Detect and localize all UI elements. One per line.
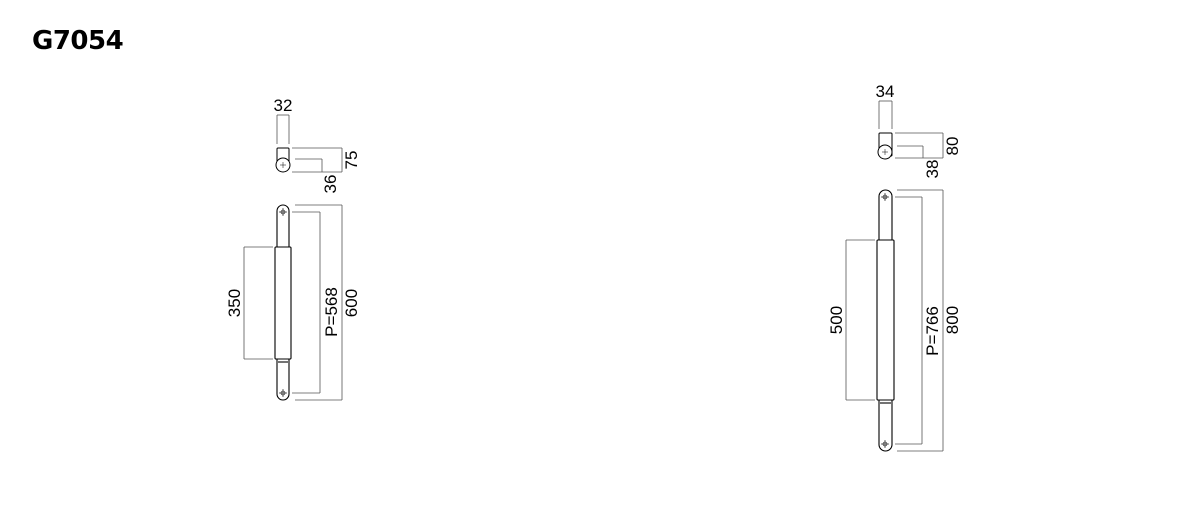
handle-800-pitch-label: P=766 xyxy=(923,306,942,356)
handle-800-front-dimension-lines xyxy=(845,189,944,452)
handle-800-front-view xyxy=(876,189,895,452)
handle-800-drawing: 34 38 80 500 P=766 xyxy=(827,82,962,452)
handle-600-length-label: 600 xyxy=(342,289,361,317)
handle-800-top-dimension-lines xyxy=(878,100,944,159)
handle-800-grip-length-label: 500 xyxy=(827,306,846,334)
handle-800-top-view xyxy=(877,132,893,160)
handle-600-top-dimension-lines xyxy=(276,114,343,173)
handle-600-offset-label: 36 xyxy=(321,175,340,194)
handle-800-mount-holes xyxy=(881,193,889,448)
handle-600-projection-label: 75 xyxy=(342,151,361,170)
handle-600-drawing: 32 36 75 350 P=568 xyxy=(225,96,361,401)
handle-600-pitch-label: P=568 xyxy=(322,287,341,337)
handle-800-projection-label: 80 xyxy=(943,137,962,156)
handle-600-front-dimension-lines xyxy=(243,204,343,401)
handle-600-mount-holes xyxy=(279,208,287,397)
handle-600-front-view xyxy=(274,204,292,401)
handle-600-diameter-label: 32 xyxy=(274,96,293,115)
handle-800-offset-label: 38 xyxy=(923,160,942,179)
handle-800-length-label: 800 xyxy=(943,306,962,334)
handle-600-grip-length-label: 350 xyxy=(225,289,244,317)
handle-800-diameter-label: 34 xyxy=(876,82,895,101)
product-code-title: G7054 xyxy=(32,26,124,56)
handle-600-top-view xyxy=(275,147,291,173)
